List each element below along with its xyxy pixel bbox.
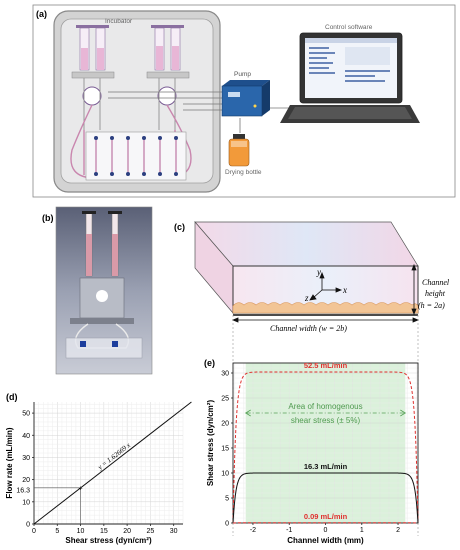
cell-monolayer <box>232 302 419 314</box>
series-label-0: 52.5 mL/min <box>304 361 348 370</box>
panel-d-label: (d) <box>6 392 18 402</box>
panel-b: (b) <box>42 206 153 375</box>
x-tick-label: 5 <box>55 528 59 535</box>
pump-label: Pump <box>234 71 251 78</box>
annotation-line1: Area of homogenous <box>288 402 362 411</box>
x-tick-label: -1 <box>286 527 292 534</box>
y-tick-label: 30 <box>221 371 229 378</box>
syringe-group-right <box>146 25 190 130</box>
x-axis-title: Shear stress (dyn/cm²) <box>65 536 152 545</box>
x-tick-label: 15 <box>100 528 108 535</box>
height-label-line2: height <box>425 289 446 298</box>
height-label-line1: Channel <box>422 278 450 287</box>
panel-c: (c) y x z Channel height (h = 2a) Channe… <box>174 221 450 536</box>
x-tick-label: 1 <box>360 527 364 534</box>
incubator-label: Incubator <box>105 18 133 25</box>
panel-c-label: (c) <box>174 222 185 232</box>
y-tick-label: 20 <box>221 421 229 428</box>
width-label: Channel width (w = 2b) <box>270 324 347 333</box>
y-tick-label: 25 <box>221 396 229 403</box>
panel-a-label: (a) <box>36 9 47 19</box>
panel-b-label: (b) <box>42 213 54 223</box>
pump-device <box>221 80 270 117</box>
height-label-line3: (h = 2a) <box>418 301 445 310</box>
axis-x-label: x <box>342 285 347 295</box>
drying-bottle <box>228 134 250 167</box>
chip-array <box>85 131 187 181</box>
y-axis-title: Shear stress (dyn/cm²) <box>206 400 215 487</box>
annotation-line2: shear stress (± 5%) <box>291 416 361 425</box>
control-software-label: Control software <box>325 24 373 31</box>
device-photo-content <box>65 211 143 359</box>
x-tick-label: -2 <box>250 527 256 534</box>
syringe-group-left <box>71 25 115 130</box>
coordinate-axes <box>309 271 343 301</box>
series-label-2: 0.09 mL/min <box>304 512 348 521</box>
drying-bottle-label: Drying bottle <box>225 169 262 176</box>
x-tick-label: 20 <box>123 528 131 535</box>
x-tick-label: 0 <box>32 528 36 535</box>
y-tick-label-16-3: 16.3 <box>16 487 30 494</box>
y-tick-label: 50 <box>22 411 30 418</box>
y-tick-label: 20 <box>22 477 30 484</box>
panel-e-label: (e) <box>204 358 215 368</box>
y-tick-label: 15 <box>221 446 229 453</box>
y-tick-label: 10 <box>22 499 30 506</box>
data-marker: + <box>79 485 83 492</box>
y-tick-label: 5 <box>225 496 229 503</box>
axis-z-label: z <box>304 293 309 303</box>
x-tick-label: 10 <box>77 528 85 535</box>
series-label-1: 16.3 mL/min <box>304 462 348 471</box>
y-tick-label: 0 <box>26 522 30 529</box>
panel-a: (a) Incubator <box>32 4 456 198</box>
series-line-1 <box>232 472 419 524</box>
x-tick-label: 30 <box>170 528 178 535</box>
y-tick-label: 0 <box>225 521 229 528</box>
regression-line <box>33 401 192 525</box>
y-tick-label: 30 <box>22 455 30 462</box>
series-line-0 <box>232 371 419 524</box>
y-tick-label: 10 <box>221 471 229 478</box>
annotation-arrowhead-left <box>244 409 251 417</box>
width-dimension <box>231 317 420 323</box>
annotation-arrowhead-right <box>400 409 407 417</box>
x-tick-label: 0 <box>324 527 328 534</box>
y-axis-title: Flow rate (mL/min) <box>5 427 14 498</box>
y-tick-label: 40 <box>22 433 30 440</box>
x-tick-label: 25 <box>147 528 155 535</box>
x-axis-title: Channel width (mm) <box>287 536 364 545</box>
height-dimension <box>411 263 417 316</box>
laptop <box>280 32 420 123</box>
channel-top-face <box>194 221 419 267</box>
axis-y-label: y <box>316 267 321 277</box>
x-tick-label: 2 <box>396 527 400 534</box>
